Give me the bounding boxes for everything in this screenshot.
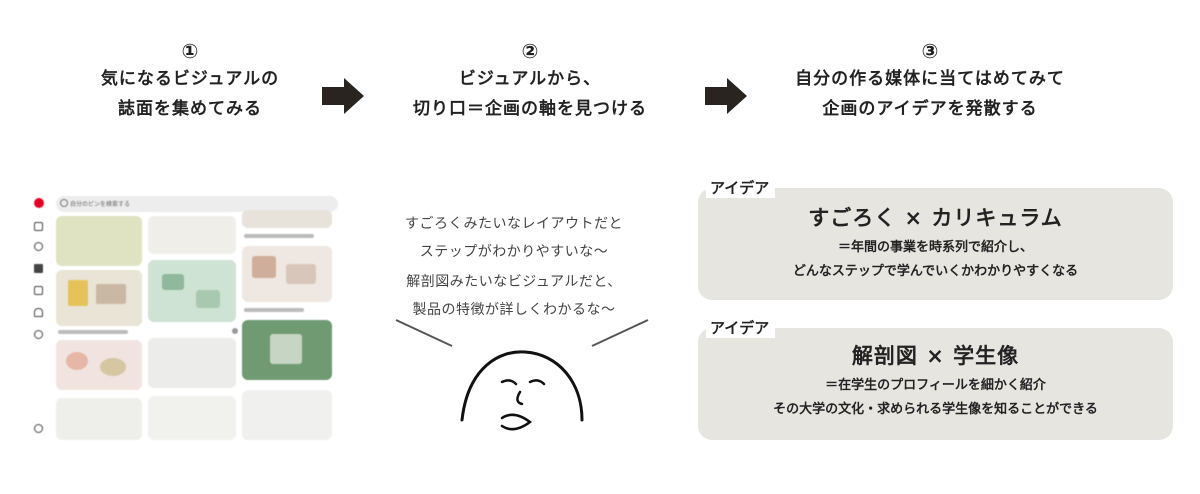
pin-tile[interactable] — [242, 390, 332, 440]
thought-2-line1: 解剖図みたいなビジュアルだと、 — [406, 274, 622, 290]
pin-tile[interactable] — [56, 340, 142, 390]
idea-2-desc1: ＝在学生のプロフィールを細かく紹介 — [825, 378, 1046, 393]
search-icon — [60, 199, 68, 207]
idea-card-1: すごろく × カリキュラム ＝年間の事業を時系列で紹介し、 どんなステップで学ん… — [698, 188, 1173, 300]
idea-1-desc2: どんなステップで学んでいくかわかりやすくなる — [792, 264, 1079, 279]
thought-2: 解剖図みたいなビジュアルだと、 製品の特徴が詳しくわかるな〜 — [364, 268, 664, 324]
step-1: ① 気になるビジュアルの 誌面を集めてみる — [60, 38, 320, 124]
idea-card-2: 解剖図 × 学生像 ＝在学生のプロフィールを細かく紹介 その大学の文化・求められ… — [698, 328, 1173, 440]
pin-tile[interactable] — [148, 216, 236, 254]
thought-2-line2: 製品の特徴が詳しくわかるな〜 — [412, 302, 616, 318]
pin-tile[interactable] — [148, 260, 236, 322]
idea-2-tag: アイデア — [706, 318, 776, 338]
idea-1-title: すごろく × カリキュラム — [808, 206, 1063, 230]
notification-icon[interactable] — [34, 308, 43, 317]
step-3-line1: 自分の作る媒体に当てはめてみて — [795, 69, 1065, 89]
step-3: ③ 自分の作る媒体に当てはめてみて 企画のアイデアを発散する — [760, 38, 1100, 124]
step-2-line1: ビジュアルから、 — [458, 69, 602, 89]
explore-icon[interactable] — [34, 242, 43, 251]
arrow-right-icon — [705, 78, 747, 118]
pinterest-logo-icon[interactable] — [34, 198, 44, 208]
step-2: ② ビジュアルから、 切り口＝企画の軸を見つける — [380, 38, 680, 124]
pin-tile[interactable] — [242, 210, 332, 228]
create-icon[interactable] — [34, 286, 43, 295]
idea-2-title: 解剖図 × 学生像 — [851, 344, 1020, 368]
pin-caption — [58, 330, 128, 334]
pin-tile[interactable] — [242, 320, 332, 380]
pin-caption — [244, 308, 304, 312]
settings-icon[interactable] — [34, 424, 43, 433]
home-icon[interactable] — [34, 222, 43, 231]
thought-1-line1: すごろくみたいなレイアウトだと — [404, 216, 624, 232]
step-2-number: ② — [521, 39, 539, 63]
step-3-number: ③ — [921, 39, 939, 63]
pinterest-screenshot: 自分のピンを検索する — [28, 188, 340, 440]
message-icon[interactable] — [34, 330, 43, 339]
pin-tile[interactable] — [148, 338, 236, 388]
pin-tile[interactable] — [56, 398, 142, 440]
pin-tile[interactable] — [242, 246, 332, 302]
idea-1-tag: アイデア — [706, 178, 776, 198]
idea-1-desc1: ＝年間の事業を時系列で紹介し、 — [837, 240, 1033, 255]
pin-caption — [244, 234, 314, 238]
thought-1: すごろくみたいなレイアウトだと ステップがわかりやすいな〜 — [364, 210, 664, 266]
step-2-line2: 切り口＝企画の軸を見つける — [413, 99, 647, 119]
step-1-line2: 誌面を集めてみる — [118, 99, 262, 119]
idea-2-desc2: その大学の文化・求められる学生像を知ることができる — [773, 402, 1098, 417]
step-3-line2: 企画のアイデアを発散する — [822, 99, 1038, 119]
boards-icon[interactable] — [34, 264, 43, 273]
pin-search-placeholder: 自分のピンを検索する — [70, 201, 131, 208]
pin-tile[interactable] — [148, 396, 236, 440]
step-1-number: ① — [181, 39, 199, 63]
arrow-right-icon — [322, 78, 364, 118]
step-1-line1: 気になるビジュアルの — [100, 69, 280, 89]
pinterest-sidebar — [28, 188, 50, 440]
pin-more-icon — [232, 328, 238, 334]
pin-search-input[interactable]: 自分のピンを検索する — [56, 196, 338, 212]
thinking-face-icon — [395, 319, 649, 431]
pin-tile[interactable] — [56, 270, 142, 326]
pin-tile[interactable] — [56, 216, 142, 266]
thought-1-line2: ステップがわかりやすいな〜 — [419, 244, 609, 260]
